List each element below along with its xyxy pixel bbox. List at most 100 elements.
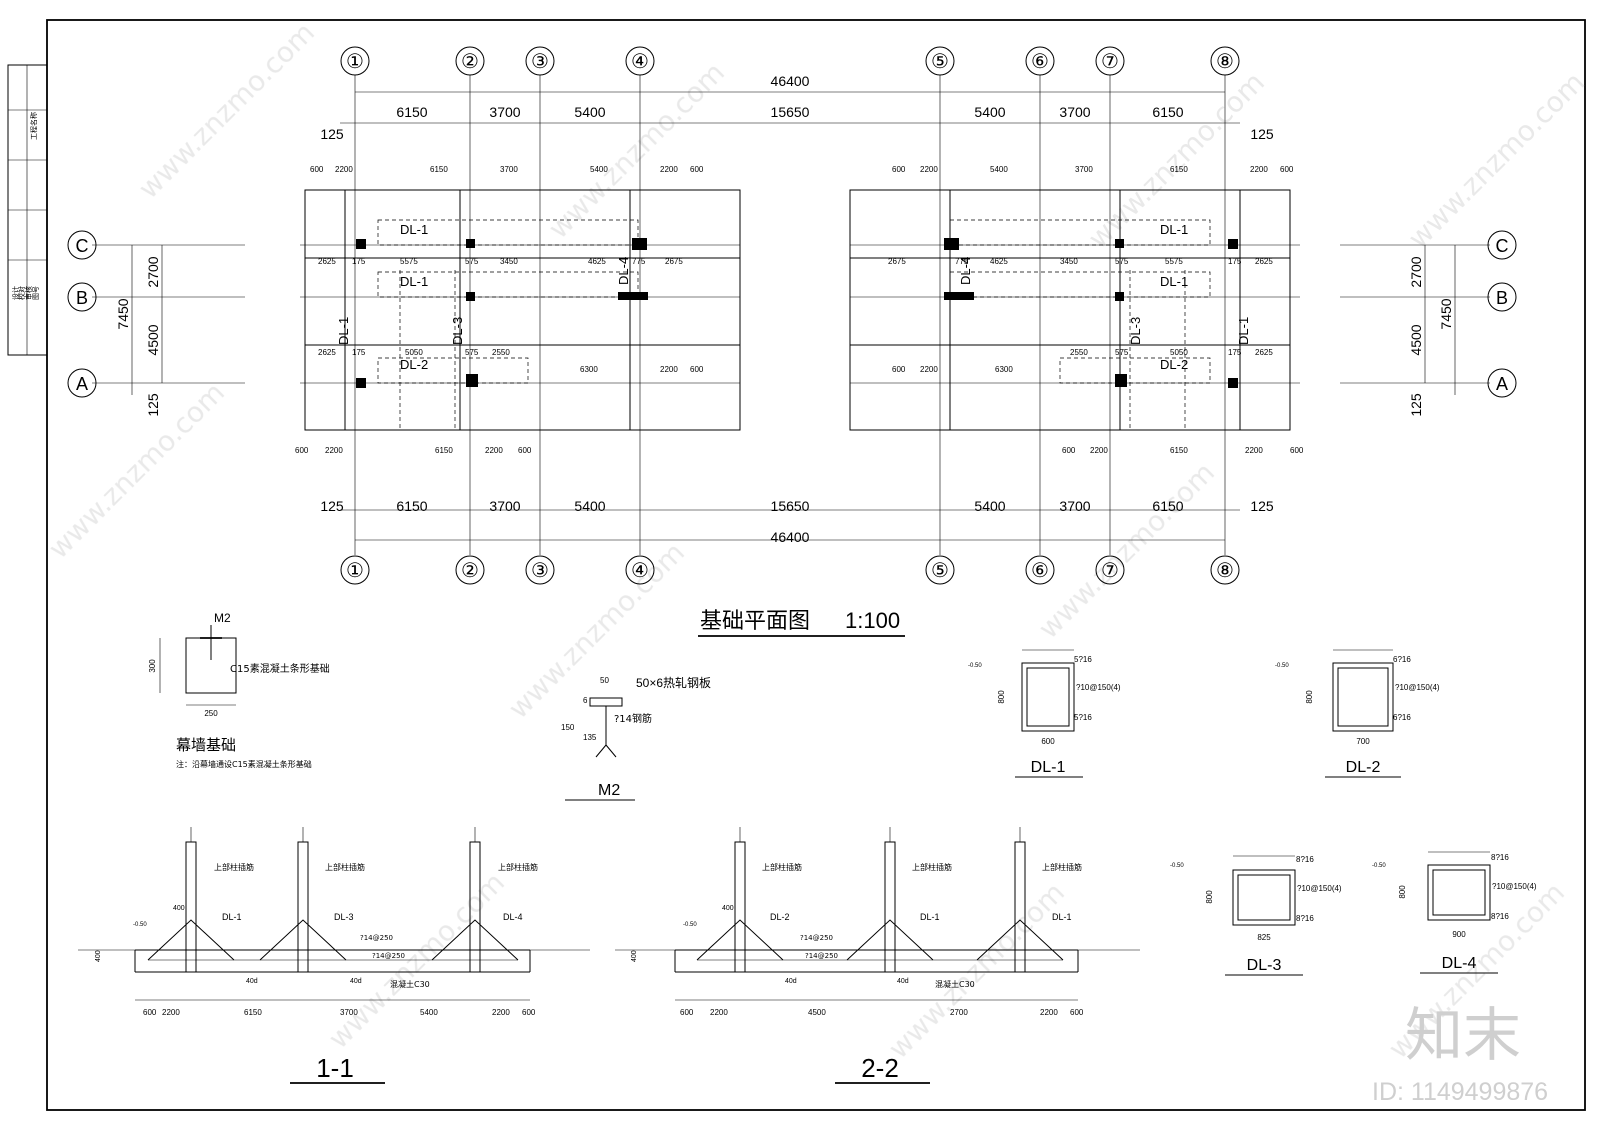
svg-text:6150: 6150 <box>396 498 427 514</box>
elevation-2-2: 上部柱插筋 上部柱插筋 上部柱插筋 DL-2 DL-1 DL-1 ?14@250… <box>615 827 1140 1084</box>
svg-text:DL-4: DL-4 <box>1442 955 1477 972</box>
svg-text:2200: 2200 <box>335 165 353 174</box>
svg-text:600: 600 <box>892 365 906 374</box>
right-beam-labels: DL-1 DL-1 DL-2 DL-1 DL-3 DL-4 <box>958 222 1251 372</box>
svg-text:7450: 7450 <box>115 298 131 329</box>
svg-text:6?16: 6?16 <box>1393 655 1411 664</box>
svg-text:2200: 2200 <box>920 365 938 374</box>
svg-text:M2: M2 <box>214 611 231 625</box>
svg-text:600: 600 <box>690 165 704 174</box>
svg-text:3700: 3700 <box>1075 165 1093 174</box>
section-dl1: 5?16 ?10@150(4) 5?16 -0.50 800 600 DL-1 <box>968 649 1121 778</box>
svg-text:A: A <box>1496 374 1508 394</box>
svg-text:?10@150(4): ?10@150(4) <box>1297 884 1342 893</box>
svg-text:2700: 2700 <box>1408 256 1424 287</box>
svg-text:6150: 6150 <box>396 104 427 120</box>
svg-text:600: 600 <box>892 165 906 174</box>
plan-title: 基础平面图 <box>700 609 810 634</box>
svg-text:DL-1: DL-1 <box>400 274 428 289</box>
svg-text:-0.50: -0.50 <box>133 922 147 928</box>
svg-text:⑥: ⑥ <box>1031 560 1049 582</box>
svg-text:图号: 图号 <box>32 286 40 300</box>
svg-text:5400: 5400 <box>420 1008 438 1017</box>
svg-text:设计: 设计 <box>11 286 20 300</box>
svg-text:400: 400 <box>631 950 638 962</box>
svg-text:⑧: ⑧ <box>1216 51 1234 73</box>
svg-text:40d: 40d <box>785 978 797 985</box>
right-columns <box>944 238 1238 388</box>
sheet-border <box>46 19 1586 1111</box>
svg-text:www.znzmo.com: www.znzmo.com <box>132 16 321 205</box>
m2-detail: 50 6 150 135 50×6热轧钢板 ?14钢筋 M2 <box>561 676 711 801</box>
svg-text:2200: 2200 <box>1090 446 1108 455</box>
svg-text:6150: 6150 <box>1170 165 1188 174</box>
svg-text:⑤: ⑤ <box>931 51 949 73</box>
svg-text:2200: 2200 <box>1040 1008 1058 1017</box>
svg-text:DL-1: DL-1 <box>222 912 242 922</box>
svg-text:150: 150 <box>561 723 575 732</box>
svg-text:上部柱插筋: 上部柱插筋 <box>498 862 538 872</box>
svg-text:上部柱插筋: 上部柱插筋 <box>762 862 802 872</box>
svg-text:300: 300 <box>148 659 157 673</box>
svg-text:46400: 46400 <box>771 529 810 545</box>
svg-text:125: 125 <box>1250 498 1274 514</box>
svg-text:5400: 5400 <box>590 165 608 174</box>
svg-text:4625: 4625 <box>990 257 1008 266</box>
svg-text:?14钢筋: ?14钢筋 <box>614 712 652 725</box>
svg-text:⑦: ⑦ <box>1101 560 1119 582</box>
svg-text:DL-1: DL-1 <box>400 222 428 237</box>
svg-text:⑤: ⑤ <box>931 560 949 582</box>
svg-text:6300: 6300 <box>995 365 1013 374</box>
svg-text:-0.50: -0.50 <box>968 663 982 669</box>
svg-text:-0.50: -0.50 <box>1275 663 1289 669</box>
svg-text:①: ① <box>346 51 364 73</box>
svg-text:6: 6 <box>583 696 588 705</box>
svg-text:上部柱插筋: 上部柱插筋 <box>912 862 952 872</box>
svg-text:400: 400 <box>722 905 734 912</box>
svg-text:DL-2: DL-2 <box>1160 357 1188 372</box>
svg-text:2200: 2200 <box>1250 165 1268 174</box>
svg-text:www.znzmo.com: www.znzmo.com <box>42 376 231 565</box>
svg-text:3700: 3700 <box>340 1008 358 1017</box>
svg-text:2700: 2700 <box>145 256 161 287</box>
svg-text:175: 175 <box>1228 348 1242 357</box>
svg-text:上部柱插筋: 上部柱插筋 <box>1042 862 1082 872</box>
svg-text:2-2: 2-2 <box>861 1053 899 1083</box>
svg-text:混凝土C30: 混凝土C30 <box>390 979 430 989</box>
svg-text:校对: 校对 <box>17 286 26 300</box>
svg-text:125: 125 <box>320 498 344 514</box>
svg-text:-0.50: -0.50 <box>683 922 697 928</box>
svg-text:5050: 5050 <box>405 348 423 357</box>
svg-text:2550: 2550 <box>1070 348 1088 357</box>
svg-text:-0.50: -0.50 <box>1372 863 1386 869</box>
svg-text:800: 800 <box>1205 890 1214 904</box>
svg-text:⑧: ⑧ <box>1216 560 1234 582</box>
svg-text:?14@250: ?14@250 <box>360 934 393 942</box>
svg-text:?10@150(4): ?10@150(4) <box>1492 882 1537 891</box>
svg-text:40d: 40d <box>350 978 362 985</box>
axis-lines <box>92 75 1490 555</box>
svg-text:135: 135 <box>583 733 597 742</box>
section-dl3: 8?16 ?10@150(4) 8?16 -0.50 800 825 DL-3 <box>1170 855 1342 976</box>
svg-text:2625: 2625 <box>1255 348 1273 357</box>
svg-text:DL-4: DL-4 <box>503 912 523 922</box>
svg-text:C: C <box>1496 236 1509 256</box>
svg-text:DL-1: DL-1 <box>920 912 940 922</box>
svg-text:50×6热轧钢板: 50×6热轧钢板 <box>636 676 711 690</box>
svg-text:DL-1: DL-1 <box>1031 759 1066 776</box>
svg-text:④: ④ <box>631 51 649 73</box>
svg-text:4500: 4500 <box>145 324 161 355</box>
svg-text:175: 175 <box>352 348 366 357</box>
svg-text:1-1: 1-1 <box>316 1053 354 1083</box>
svg-text:5400: 5400 <box>574 498 605 514</box>
svg-text:2200: 2200 <box>485 446 503 455</box>
svg-text:6150: 6150 <box>435 446 453 455</box>
svg-text:2200: 2200 <box>162 1008 180 1017</box>
dim-lines-right: 2700 4500 7450 125 <box>1408 245 1456 417</box>
svg-text:600: 600 <box>1280 165 1294 174</box>
svg-text:800: 800 <box>997 690 1006 704</box>
svg-text:5050: 5050 <box>1170 348 1188 357</box>
svg-text:DL-3: DL-3 <box>1128 317 1143 345</box>
svg-text:775: 775 <box>632 257 646 266</box>
